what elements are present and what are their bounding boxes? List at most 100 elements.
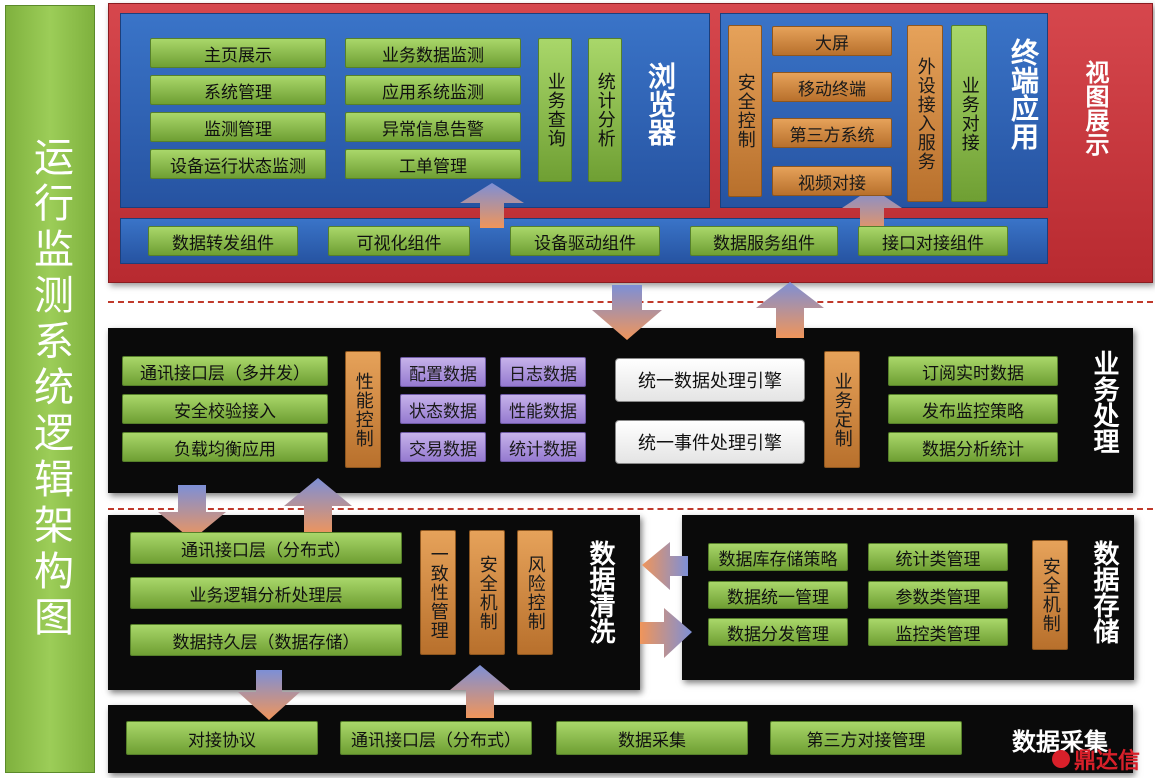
storage-item: 数据库存储策略 bbox=[708, 543, 848, 571]
biz-perf-control-label: 性能控制 bbox=[352, 371, 374, 448]
biz-data-item: 交易数据 bbox=[400, 432, 486, 462]
biz-perf-control: 性能控制 bbox=[345, 351, 381, 468]
storage-item: 监控类管理 bbox=[868, 618, 1008, 646]
biz-data-item-label: 日志数据 bbox=[509, 364, 577, 385]
clean-left-item: 数据持久层（数据存储） bbox=[130, 624, 402, 656]
terminal-peripheral: 外设接入服务 bbox=[907, 25, 943, 202]
storage-item: 参数类管理 bbox=[868, 581, 1008, 609]
browser-item-label: 业务数据监测 bbox=[382, 45, 484, 66]
biz-data-item-label: 性能数据 bbox=[509, 401, 577, 422]
arrow-up-collect-to-clean bbox=[450, 665, 510, 718]
browser-item: 系统管理 bbox=[150, 75, 326, 105]
component-item: 数据服务组件 bbox=[690, 226, 838, 256]
arrow-up-terminal bbox=[842, 188, 902, 234]
clean-left-item: 通讯接口层（分布式） bbox=[130, 532, 402, 564]
browser-item: 异常信息告警 bbox=[345, 112, 521, 142]
storage-security-label: 安全机制 bbox=[1039, 557, 1061, 633]
clean-left-item-label: 通讯接口层（分布式） bbox=[181, 540, 351, 561]
collect-item: 通讯接口层（分布式） bbox=[340, 721, 532, 755]
biz-data-item: 性能数据 bbox=[500, 394, 586, 424]
biz-data-item: 状态数据 bbox=[400, 394, 486, 424]
biz-custom-label: 业务定制 bbox=[831, 371, 853, 448]
biz-right-item: 订阅实时数据 bbox=[888, 356, 1058, 386]
arrow-up-biz-to-view bbox=[756, 282, 824, 338]
clean-vertical-item: 风险控制 bbox=[517, 530, 553, 655]
clean-left-item-label: 业务逻辑分析处理层 bbox=[189, 585, 343, 606]
component-item: 接口对接组件 bbox=[858, 226, 1008, 256]
collect-item-label: 对接协议 bbox=[188, 730, 256, 751]
terminal-item: 移动终端 bbox=[772, 72, 892, 102]
biz-engine: 统一数据处理引擎 bbox=[615, 358, 805, 402]
storage-security: 安全机制 bbox=[1032, 540, 1068, 650]
arrow-down-view-to-biz bbox=[592, 285, 662, 340]
arrow-right-clean-to-storage bbox=[640, 608, 692, 658]
biz-right-item-label: 发布监控策略 bbox=[922, 401, 1024, 422]
storage-item-label: 数据分发管理 bbox=[727, 624, 829, 645]
terminal-business-label: 业务对接 bbox=[958, 75, 980, 152]
logo-icon bbox=[1052, 750, 1070, 768]
watermark-text: 鼎达信 bbox=[1074, 749, 1141, 774]
separator-2 bbox=[108, 508, 1153, 510]
browser-item-label: 工单管理 bbox=[399, 156, 467, 177]
collect-item-label: 第三方对接管理 bbox=[806, 730, 926, 751]
clean-vertical-item-label: 风险控制 bbox=[524, 554, 546, 631]
collect-item-label: 数据采集 bbox=[618, 730, 686, 751]
terminal-item-label: 第三方系统 bbox=[789, 125, 875, 146]
clean-vertical-item: 一致性管理 bbox=[420, 530, 456, 655]
storage-item: 数据统一管理 bbox=[708, 581, 848, 609]
clean-vertical-item-label: 安全机制 bbox=[476, 554, 498, 631]
storage-item-label: 统计类管理 bbox=[895, 549, 981, 570]
browser-vertical-stats: 统计分析 bbox=[588, 38, 622, 182]
browser-item-label: 监测管理 bbox=[204, 119, 272, 140]
biz-right-item: 数据分析统计 bbox=[888, 432, 1058, 462]
terminal-business: 业务对接 bbox=[951, 25, 987, 202]
terminal-item: 大屏 bbox=[772, 26, 892, 56]
component-item-label: 数据转发组件 bbox=[172, 233, 274, 254]
biz-right-item-label: 订阅实时数据 bbox=[922, 363, 1024, 384]
browser-item-label: 主页展示 bbox=[204, 45, 272, 66]
biz-right-item: 发布监控策略 bbox=[888, 394, 1058, 424]
storage-label: 数据存储 bbox=[1089, 540, 1119, 644]
biz-left-item-label: 负载均衡应用 bbox=[174, 439, 276, 460]
browser-item-label: 异常信息告警 bbox=[382, 119, 484, 140]
biz-left-item: 安全校验接入 bbox=[122, 394, 328, 424]
clean-left-item-label: 数据持久层（数据存储） bbox=[172, 632, 360, 653]
terminal-security: 安全控制 bbox=[728, 25, 762, 197]
collect-item: 对接协议 bbox=[126, 721, 318, 755]
biz-data-item-label: 配置数据 bbox=[409, 364, 477, 385]
browser-item: 监测管理 bbox=[150, 112, 326, 142]
biz-left-item: 通讯接口层（多并发） bbox=[122, 356, 328, 386]
storage-item-label: 参数类管理 bbox=[895, 587, 981, 608]
arrow-up-clean-to-biz bbox=[284, 478, 352, 535]
component-item-label: 数据服务组件 bbox=[713, 233, 815, 254]
component-item: 设备驱动组件 bbox=[510, 226, 660, 256]
browser-label: 浏览器 bbox=[644, 62, 677, 146]
biz-data-item: 配置数据 bbox=[400, 357, 486, 387]
collect-item: 数据采集 bbox=[556, 721, 748, 755]
biz-left-item-label: 安全校验接入 bbox=[174, 401, 276, 422]
terminal-item-label: 视频对接 bbox=[798, 173, 866, 194]
biz-right-item-label: 数据分析统计 bbox=[922, 439, 1024, 460]
collect-item: 第三方对接管理 bbox=[770, 721, 962, 755]
component-item-label: 可视化组件 bbox=[356, 233, 442, 254]
browser-item-label: 设备运行状态监测 bbox=[170, 156, 306, 177]
biz-data-item-label: 交易数据 bbox=[409, 439, 477, 460]
terminal-item: 视频对接 bbox=[772, 166, 892, 196]
browser-item-label: 应用系统监测 bbox=[382, 82, 484, 103]
clean-left-item: 业务逻辑分析处理层 bbox=[130, 577, 402, 609]
browser-item: 工单管理 bbox=[345, 149, 521, 179]
storage-item: 统计类管理 bbox=[868, 543, 1008, 571]
biz-left-item-label: 通讯接口层（多并发） bbox=[140, 363, 310, 384]
browser-item: 业务数据监测 bbox=[345, 38, 521, 68]
biz-engine-label: 统一数据处理引擎 bbox=[638, 371, 782, 392]
arrow-down-biz-to-clean bbox=[158, 485, 226, 540]
arrow-down-clean-to-collect bbox=[238, 670, 300, 720]
browser-item: 主页展示 bbox=[150, 38, 326, 68]
component-item-label: 接口对接组件 bbox=[882, 233, 984, 254]
side-title-panel: 运行监测系统逻辑架构图 bbox=[5, 5, 95, 773]
component-item: 可视化组件 bbox=[328, 226, 470, 256]
storage-item-label: 数据统一管理 bbox=[727, 587, 829, 608]
biz-label: 业务处理 bbox=[1089, 350, 1119, 454]
view-label: 视图展示 bbox=[1081, 60, 1109, 156]
